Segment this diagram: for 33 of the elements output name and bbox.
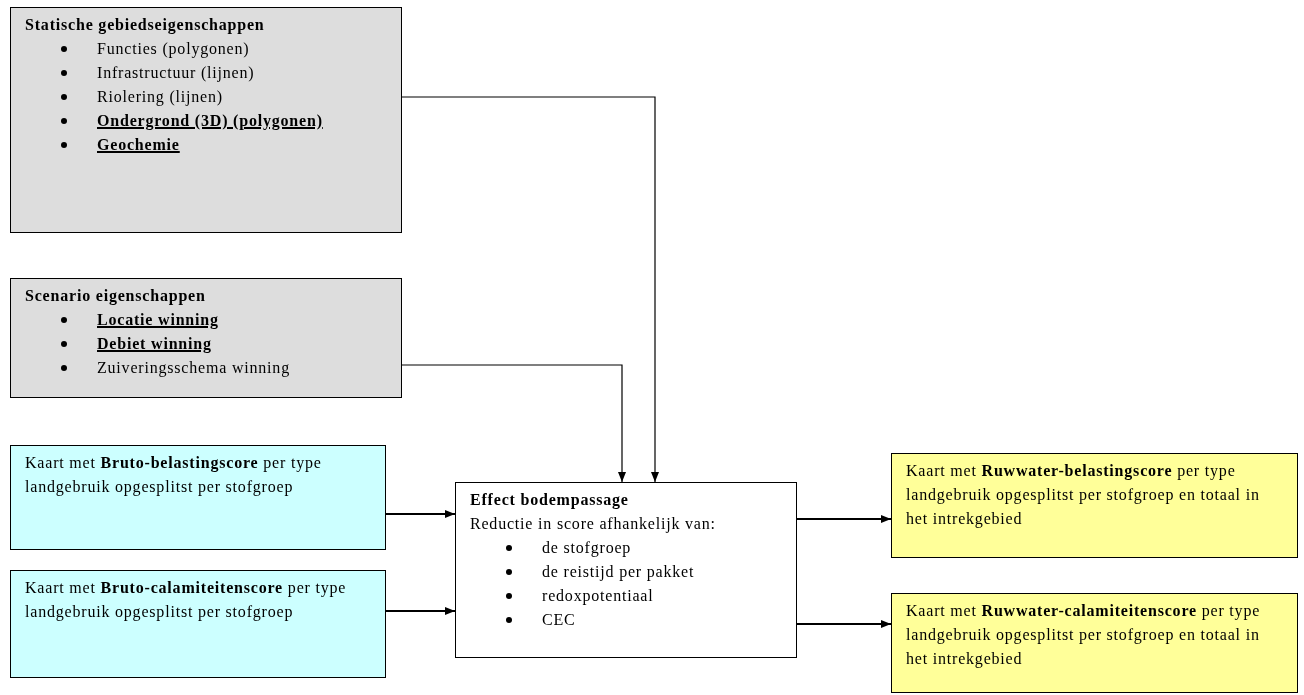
box-heading: Statische gebiedseigenschappen: [25, 15, 266, 36]
list-item: Functies (polygonen): [97, 39, 250, 60]
arrow: [401, 96, 659, 483]
process-box: [891, 593, 1298, 693]
list-item: Locatie winning: [97, 310, 219, 331]
list-item: CEC: [542, 610, 576, 630]
process-box: [10, 7, 402, 233]
list-item: de stofgroep: [542, 538, 632, 559]
process-box: [10, 445, 386, 550]
list-item: de reistijd per pakket: [542, 562, 695, 583]
list-item: Infrastructuur (lijnen): [97, 63, 255, 84]
box-heading: Effect bodempassage: [470, 490, 630, 511]
box-text: Reductie in score afhankelijk van:: [470, 514, 717, 535]
arrow: [385, 607, 456, 615]
arrow: [796, 515, 892, 523]
box-text: Kaart met Ruwwater-belastingscore per type landgebruik opgesplitst per stofgroep en totaal in het intrekgebied: [906, 461, 1261, 530]
box-text: Kaart met Bruto-belastingscore per type landgebruik opgesplitst per stofgroep: [25, 453, 323, 498]
process-box: [455, 482, 797, 658]
box-text: Kaart met Bruto-calamiteitenscore per type landgebruik opgesplitst per stofgroep: [25, 578, 348, 623]
box-text: Kaart met Ruwwater-calamiteitenscore per type landgebruik opgesplitst per stofgroep en totaal in het intrekgebied: [906, 601, 1262, 670]
process-box: [10, 570, 386, 678]
arrow: [796, 620, 892, 628]
process-box: [10, 278, 402, 398]
list-item: Ondergrond (3D) (polygonen): [97, 111, 323, 132]
list-item: Debiet winning: [97, 334, 212, 355]
list-item: redoxpotentiaal: [542, 586, 654, 607]
box-heading: Scenario eigenschappen: [25, 286, 207, 307]
arrow: [401, 364, 626, 483]
process-box: [891, 453, 1298, 558]
list-item: Riolering (lijnen): [97, 87, 223, 108]
list-item: Geochemie: [97, 135, 180, 155]
list-item: Zuiveringsschema winning: [97, 358, 290, 379]
arrow: [385, 510, 456, 518]
